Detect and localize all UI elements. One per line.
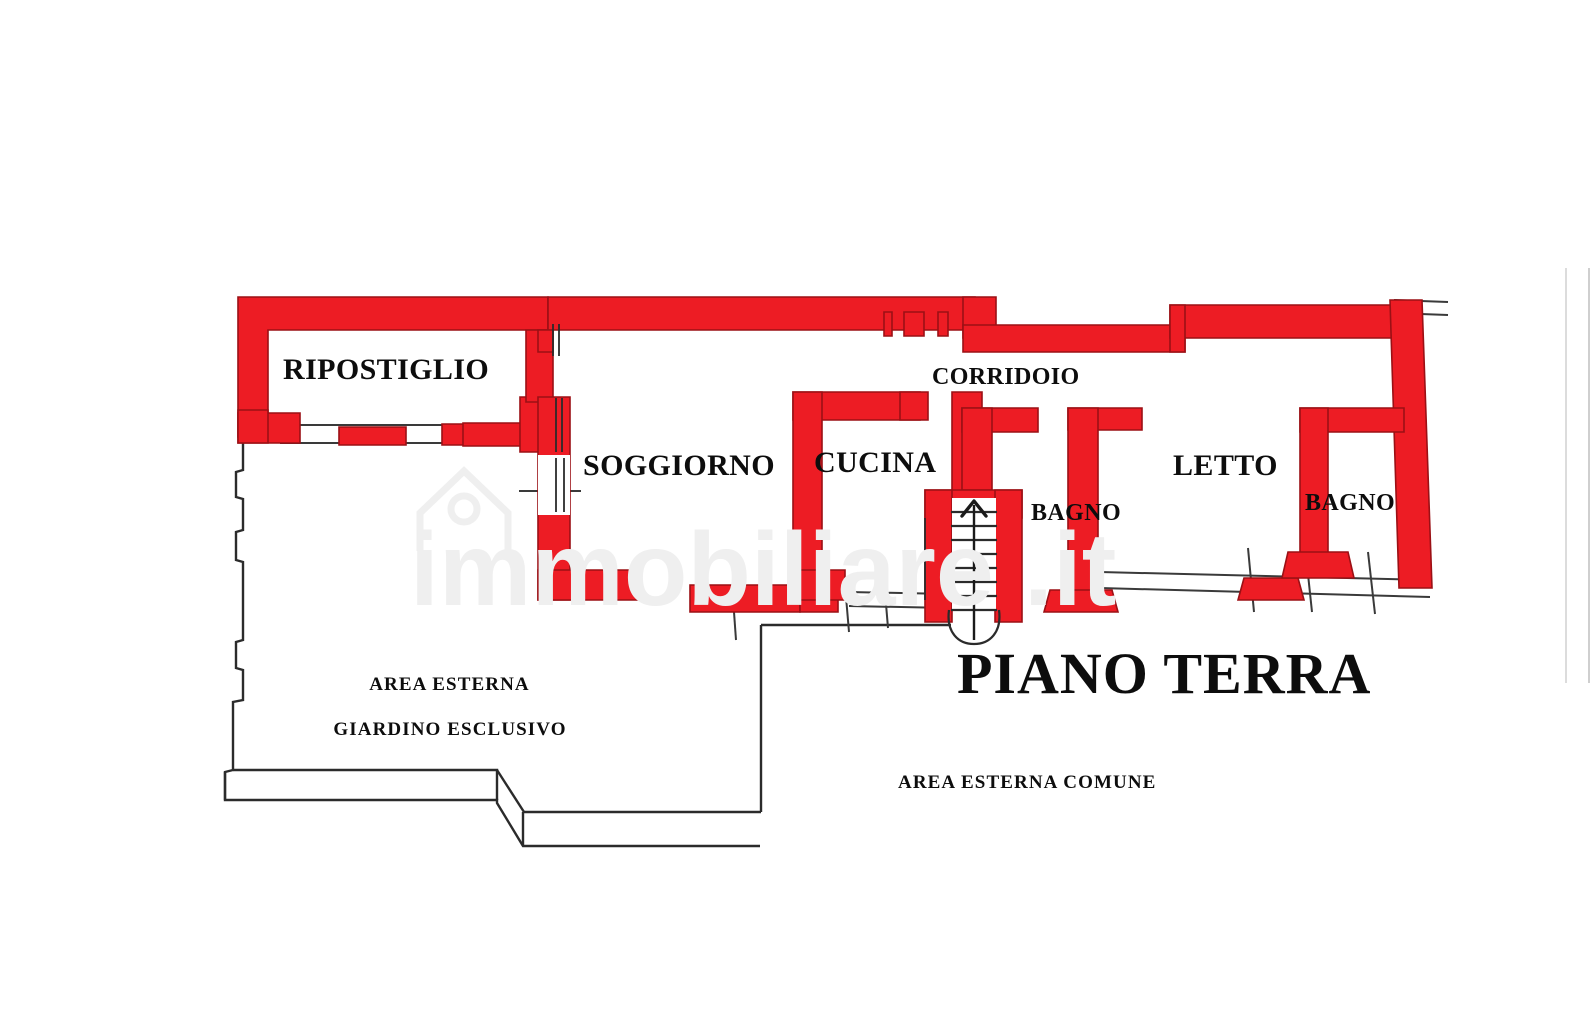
garden-outline xyxy=(223,437,951,848)
garden-area-line-2: GIARDINO ESCLUSIVO xyxy=(333,719,567,741)
staircase xyxy=(947,498,1001,646)
garden-area-label: AREA ESTERNA GIARDINO ESCLUSIVO xyxy=(310,652,567,764)
room-label-bagno-1: BAGNO xyxy=(1031,500,1122,526)
room-label-bagno-2: BAGNO xyxy=(1305,490,1396,516)
room-label-ripostiglio: RIPOSTIGLIO xyxy=(283,353,490,386)
page-edge xyxy=(1565,268,1590,683)
page-title: PIANO TERRA xyxy=(957,641,1372,706)
room-label-letto: LETTO xyxy=(1173,449,1278,482)
room-label-soggiorno: SOGGIORNO xyxy=(583,449,775,482)
room-label-cucina: CUCINA xyxy=(814,446,937,479)
stair-up-arrow xyxy=(960,499,988,640)
apartment-walls xyxy=(237,296,1433,623)
room-label-corridoio: CORRIDOIO xyxy=(932,364,1080,390)
door-jamb-lines xyxy=(552,324,926,600)
garden-area-line-1: AREA ESTERNA xyxy=(369,674,530,696)
common-area-label: AREA ESTERNA COMUNE xyxy=(898,772,1157,793)
